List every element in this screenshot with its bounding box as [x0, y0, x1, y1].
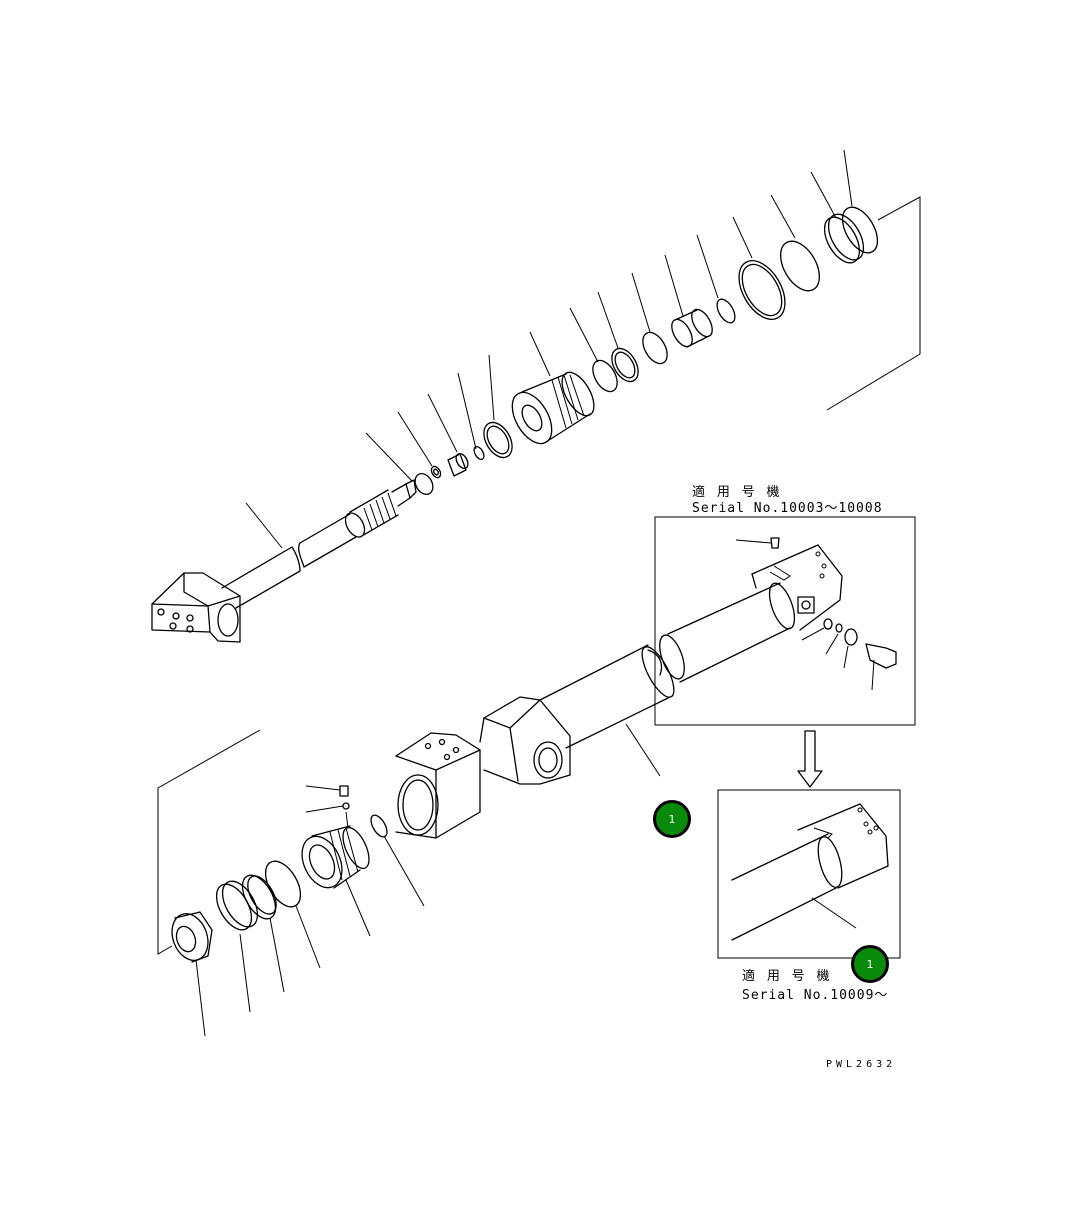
dust-wiper: [171, 911, 213, 963]
serial-label-bottom: Serial No.10009～: [742, 988, 889, 1003]
piston-rod-assembly: [151, 149, 921, 643]
bracket-lower: [157, 729, 261, 955]
piston-rod: [221, 479, 417, 609]
bearing-ring: [611, 347, 639, 383]
drawing-code: PWL2632: [826, 1059, 897, 1070]
o-ring-small: [414, 473, 434, 495]
o-ring-head: [370, 814, 388, 838]
ring-b: [642, 331, 668, 365]
cylinder-assembly: [157, 644, 675, 1037]
applicable-label-bottom: 適 用 号 機: [742, 969, 832, 984]
trunnion-block: [483, 696, 571, 785]
snap-ring: [716, 298, 736, 324]
head-ring-2: [241, 874, 277, 920]
rod-end-block: [151, 572, 241, 643]
backup-ring: [823, 213, 865, 264]
o-ring-end: [841, 206, 879, 254]
bushing: [671, 308, 713, 348]
o-ring-large: [780, 240, 820, 292]
serial-label-top: Serial No.10003～10008: [692, 501, 883, 516]
inset-serial-early: [654, 516, 916, 726]
leader-lines-upper: [245, 149, 853, 549]
collar: [447, 452, 469, 477]
leader-lines-lower: [195, 723, 661, 1037]
dust-seal: [738, 260, 786, 320]
cylinder-head: [301, 825, 370, 889]
set-screws: [305, 785, 350, 829]
port-block: [395, 717, 485, 839]
arrow-down: [797, 730, 823, 788]
inset-serial-late: [717, 789, 901, 959]
bracket-upper: [826, 196, 921, 411]
nut-small: [430, 465, 442, 479]
ring-a: [592, 359, 618, 393]
head-bushing: [215, 880, 259, 931]
callout-badge[interactable]: 1: [653, 800, 691, 838]
piston: [511, 371, 595, 445]
snap-ring-small: [473, 445, 485, 461]
wear-ring: [483, 421, 513, 459]
cylinder-tube: [539, 644, 675, 749]
applicable-label-top: 適 用 号 機: [692, 485, 782, 500]
callout-badge[interactable]: 1: [851, 945, 889, 983]
